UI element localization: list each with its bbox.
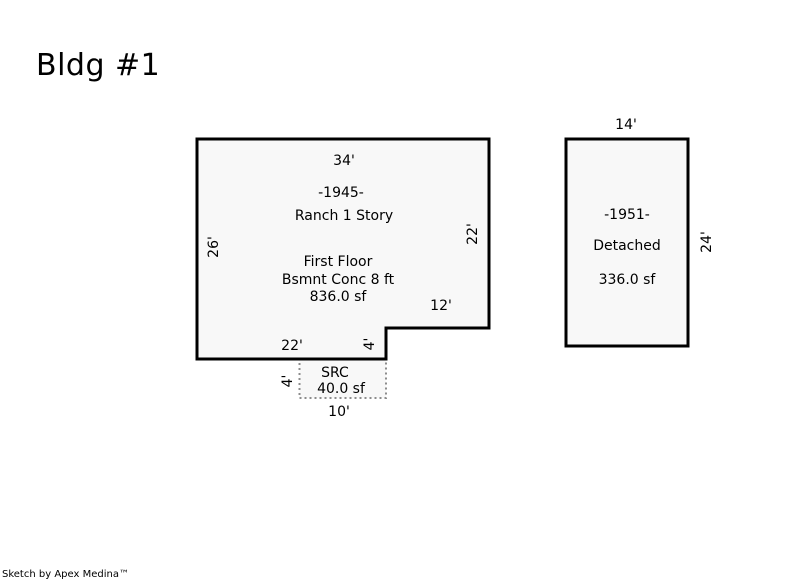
detached-type-label: Detached xyxy=(593,238,661,254)
detached-dim-right: 24' xyxy=(699,231,715,253)
src-dim-left: 4' xyxy=(280,375,296,388)
page-title: Bldg #1 xyxy=(36,48,161,83)
src-name-label: SRC xyxy=(321,365,349,381)
sketch-attribution: Sketch by Apex Medina™ xyxy=(2,569,129,580)
src-area-outline xyxy=(298,358,387,399)
detached-area-label: 336.0 sf xyxy=(599,272,657,288)
main-year-label: -1945- xyxy=(318,185,364,201)
main-dim-top: 34' xyxy=(333,153,355,169)
detached-dim-top: 14' xyxy=(615,117,637,133)
main-dim-left: 26' xyxy=(206,236,222,258)
src-dim-bottom: 10' xyxy=(328,404,350,420)
main-floor-label: First Floor xyxy=(304,254,373,270)
detached-building-outline xyxy=(564,137,690,348)
main-area-label: 836.0 sf xyxy=(310,289,368,305)
main-dim-notch-height: 4' xyxy=(362,338,378,351)
main-dim-bottom: 22' xyxy=(281,338,303,354)
main-dim-notch-width: 12' xyxy=(430,298,452,314)
main-building-outline xyxy=(195,137,491,361)
main-basement-label: Bsmnt Conc 8 ft xyxy=(282,272,395,288)
main-dim-right: 22' xyxy=(465,223,481,245)
main-style-label: Ranch 1 Story xyxy=(295,208,393,224)
detached-year-label: -1951- xyxy=(604,207,650,223)
src-area-label: 40.0 sf xyxy=(317,381,366,397)
